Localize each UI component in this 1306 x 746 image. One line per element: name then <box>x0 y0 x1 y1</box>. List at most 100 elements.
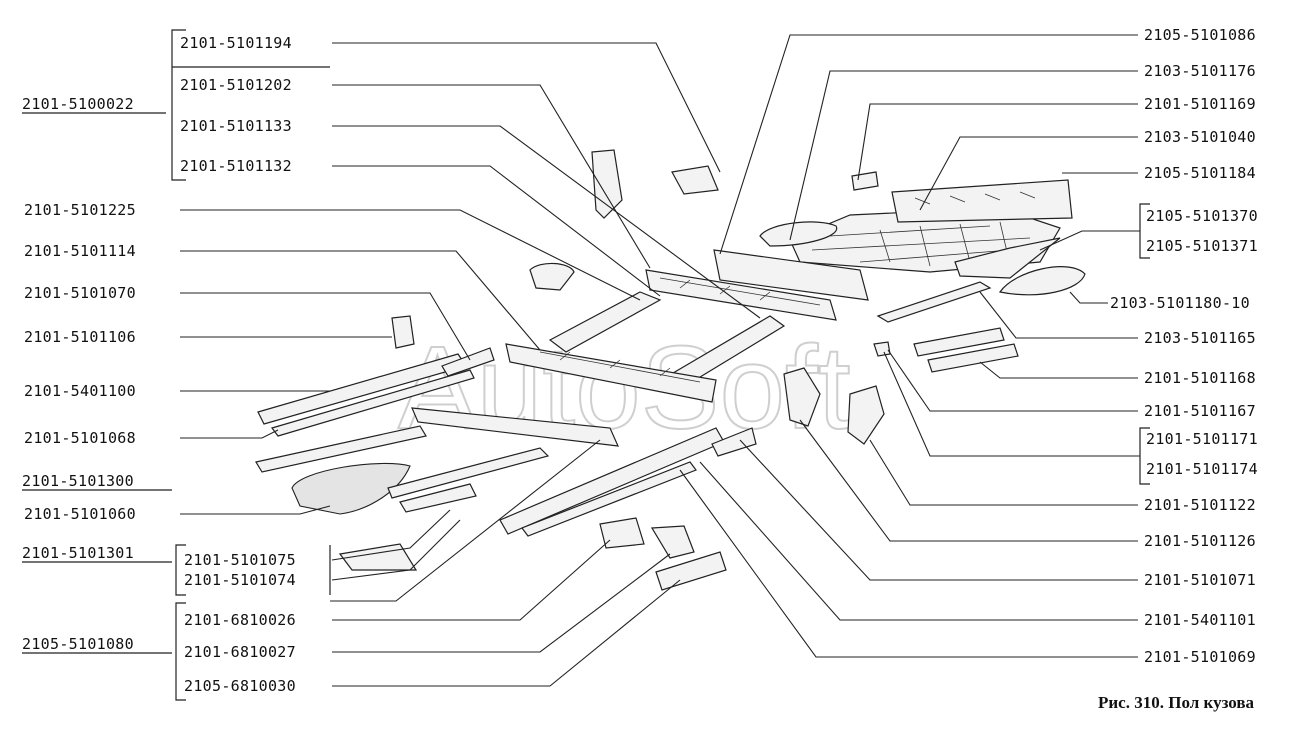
left-sill-inner <box>271 369 475 437</box>
part-label: 2101-5101114 <box>24 242 136 260</box>
leader <box>857 103 1138 181</box>
floor-member-left <box>548 291 662 353</box>
part-label: 2101-5101071 <box>1144 571 1256 589</box>
leader <box>979 361 1138 379</box>
part-label: 2101-5101194 <box>180 34 292 52</box>
jack-bracket-left <box>783 367 821 427</box>
leader <box>799 419 1138 542</box>
plate-upper <box>913 327 1005 357</box>
wheel-arch-panel <box>954 237 1061 279</box>
leader <box>789 70 1138 241</box>
leader <box>180 429 279 439</box>
small-bracket <box>851 171 879 191</box>
right-sill-inner <box>521 461 697 537</box>
part-label: 2101-5101126 <box>1144 532 1256 550</box>
part-label: 2101-6810027 <box>184 643 296 661</box>
leader <box>332 125 761 319</box>
leader <box>679 469 1138 658</box>
part-label: 2101-6810026 <box>184 611 296 629</box>
rear-floor-ribs <box>811 221 1031 267</box>
part-label: 2101-5101133 <box>180 117 292 135</box>
leader <box>979 291 1138 339</box>
part-label: 2101-5101168 <box>1144 369 1256 387</box>
part-label: 2101-5101060 <box>24 505 136 523</box>
leader <box>332 42 721 173</box>
part-label: 2103-5101180-10 <box>1110 294 1250 312</box>
front-crossmember-detail <box>539 351 701 383</box>
leader <box>180 209 641 301</box>
leader <box>1039 230 1140 251</box>
leader <box>331 519 461 581</box>
leader <box>887 349 1138 412</box>
spare-wheel-well <box>759 221 838 247</box>
group-label: 2105-5101080 <box>22 635 134 653</box>
leader <box>180 250 541 351</box>
rear-floor-beam <box>713 249 869 301</box>
part-label: 2101-5101132 <box>180 157 292 175</box>
part-label: 2101-5101069 <box>1144 648 1256 666</box>
leader <box>332 165 661 297</box>
part-label: 2101-5101074 <box>184 571 296 589</box>
part-label: 2101-5101171 <box>1146 430 1258 448</box>
wheel-arch-cover <box>998 266 1086 296</box>
left-floor-longitudinal <box>411 407 619 447</box>
leader <box>330 439 601 602</box>
leader <box>180 505 331 515</box>
bracket-group-2101-5100022 <box>171 29 186 181</box>
part-label: 2101-5401101 <box>1144 611 1256 629</box>
part-label: 2101-5101122 <box>1144 496 1256 514</box>
plate-lower <box>927 343 1019 373</box>
part-label: 2101-5101070 <box>24 284 136 302</box>
leader <box>883 351 1140 457</box>
leader <box>332 84 651 269</box>
front-crossmember <box>505 343 717 403</box>
mount-bracket-b <box>650 525 695 559</box>
rear-mount-bracket <box>671 165 719 195</box>
leader <box>331 509 451 561</box>
leader <box>699 461 1138 621</box>
leader <box>332 579 681 687</box>
leader <box>719 34 1138 255</box>
part-label: 2105-5101371 <box>1146 237 1258 255</box>
bracket-group-2101-5101301 <box>175 544 186 596</box>
sill-bracket <box>711 427 757 457</box>
mount-bracket-a <box>599 517 645 549</box>
part-label: 2105-5101184 <box>1144 164 1256 182</box>
clip <box>873 341 891 357</box>
part-label: 2101-5101202 <box>180 76 292 94</box>
part-label: 2101-5101106 <box>24 328 136 346</box>
crossmember-holes <box>914 191 1036 205</box>
part-label: 2103-5101040 <box>1144 128 1256 146</box>
front-floor-member <box>387 447 550 499</box>
part-label: 2103-5101165 <box>1144 329 1256 347</box>
part-label: 2101-5401100 <box>24 382 136 400</box>
part-label: 2101-5101169 <box>1144 95 1256 113</box>
centre-crossmember <box>645 269 837 321</box>
part-label: 2101-5101068 <box>24 429 136 447</box>
part-label: 2101-5101225 <box>24 201 136 219</box>
leader <box>180 292 471 361</box>
centre-crossmember-detail <box>659 277 821 306</box>
group-label: 2101-5101300 <box>22 472 134 490</box>
part-label: 2101-5101174 <box>1146 460 1258 478</box>
part-label: 2101-5101167 <box>1144 402 1256 420</box>
group-label: 2101-5100022 <box>22 95 134 113</box>
bracket-group-2105-5101080 <box>175 602 186 701</box>
leader <box>332 539 611 621</box>
leader <box>869 439 1138 506</box>
watermark: AutoSoft <box>398 322 851 454</box>
part-label: 2105-5101086 <box>1144 26 1256 44</box>
mount-bracket-c <box>655 551 727 591</box>
front-floor-strip <box>255 425 427 473</box>
post-bracket <box>391 315 415 349</box>
group-label: 2101-5101301 <box>22 544 134 562</box>
part-label: 2105-6810030 <box>184 677 296 695</box>
upright-bracket <box>591 149 623 219</box>
part-label: 2101-5101075 <box>184 551 296 569</box>
figure-caption: Рис. 310. Пол кузова <box>1098 693 1255 712</box>
rear-crossmember <box>891 179 1073 223</box>
part-label: 2105-5101370 <box>1146 207 1258 225</box>
leader <box>739 439 1138 581</box>
rear-sill <box>876 281 992 323</box>
jack-bracket-right <box>847 385 885 445</box>
